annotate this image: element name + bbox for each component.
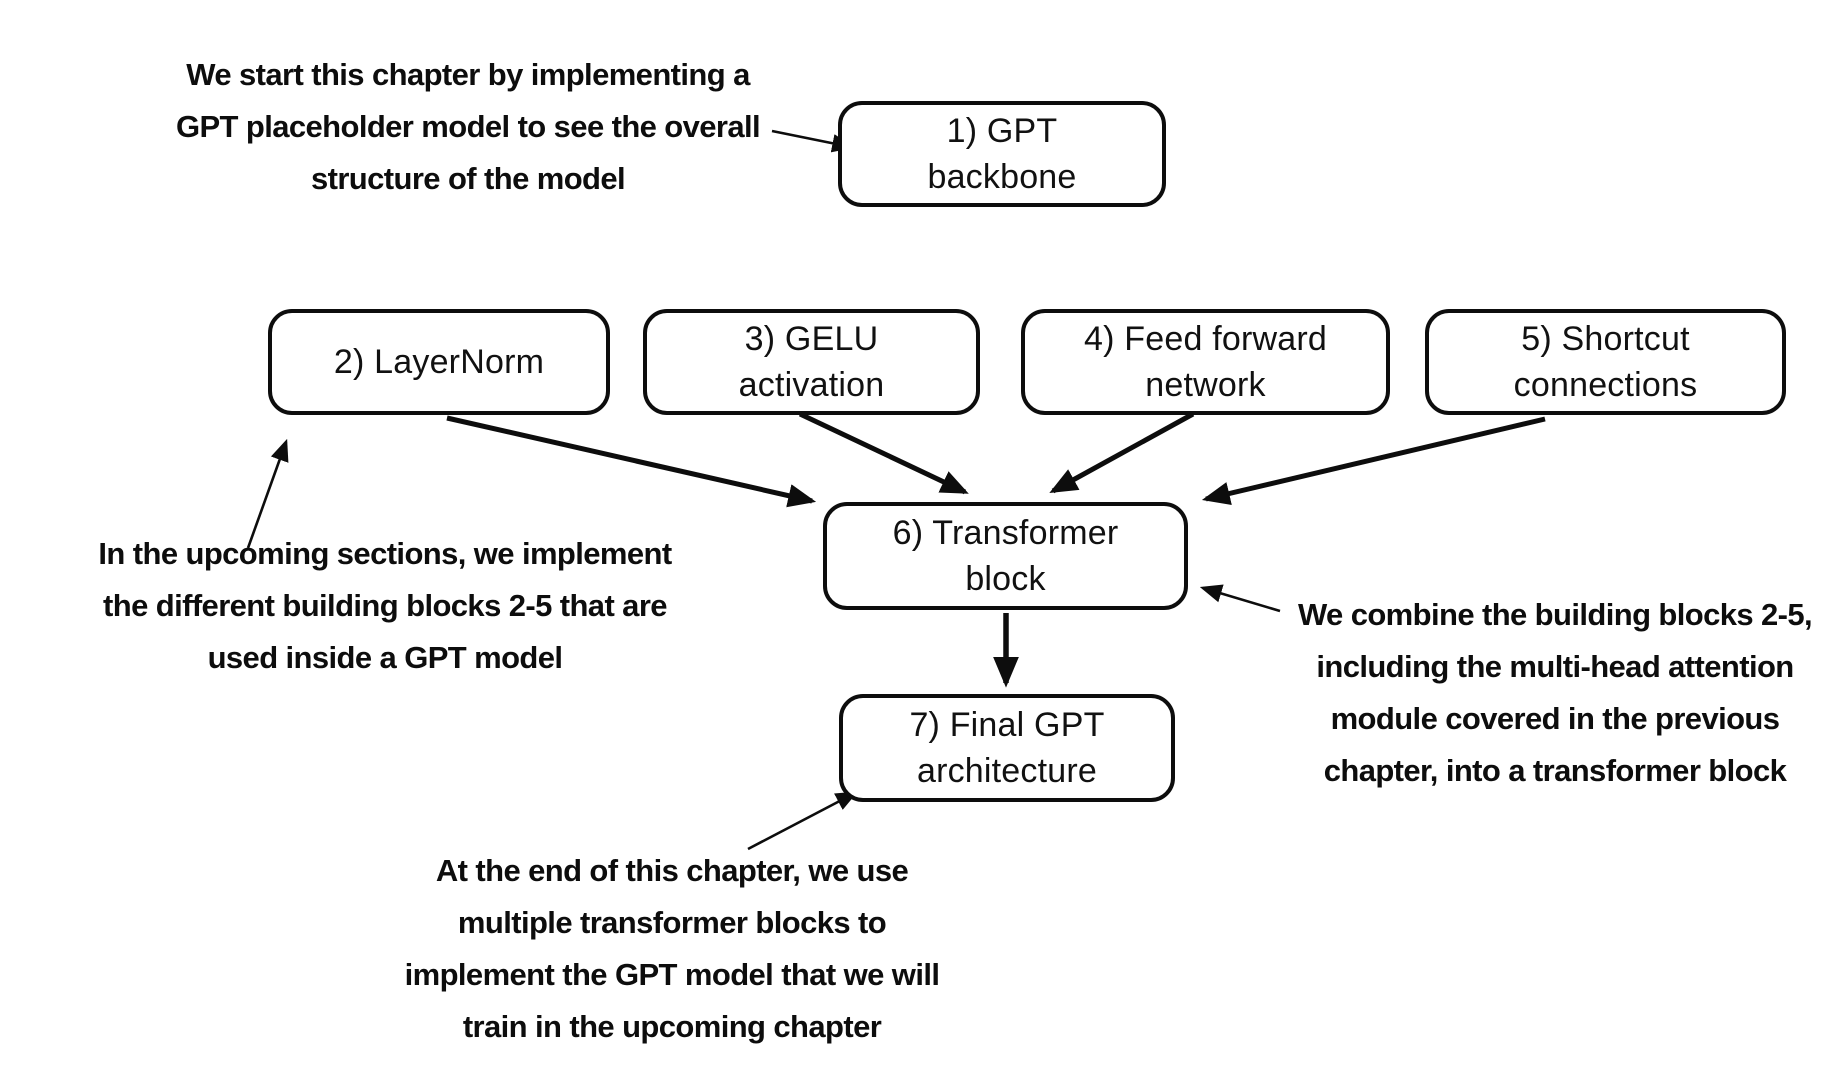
node-gelu-activation: 3) GELU activation <box>643 309 980 415</box>
node-final-gpt-architecture-label: 7) Final GPT architecture <box>909 706 1105 790</box>
annotation-left-middle: In the upcoming sections, we implement t… <box>98 536 672 675</box>
annotation-bottom: At the end of this chapter, we use multi… <box>404 853 940 1044</box>
node-gpt-backbone: 1) GPT backbone <box>838 101 1166 207</box>
annotation-right: We combine the building blocks 2-5, incl… <box>1297 597 1813 788</box>
node-transformer-block: 6) Transformer block <box>823 502 1188 610</box>
node-final-gpt-architecture: 7) Final GPT architecture <box>839 694 1175 802</box>
arrow-shortcut-to-transformer-block <box>1201 416 1546 505</box>
annotation-top-left: We start this chapter by implementing a … <box>175 57 761 196</box>
arrow-topleft-note-to-gpt-backbone <box>771 129 855 153</box>
arrow-feed-forward-to-transformer-block <box>1049 411 1195 494</box>
node-layernorm-label: 2) LayerNorm <box>333 343 545 381</box>
node-shortcut-connections: 5) Shortcut connections <box>1425 309 1786 415</box>
node-layernorm: 2) LayerNorm <box>268 309 610 415</box>
node-gelu-activation-label: 3) GELU activation <box>738 320 885 404</box>
node-shortcut-connections-label: 5) Shortcut connections <box>1513 320 1698 404</box>
node-gpt-backbone-label: 1) GPT backbone <box>927 112 1077 196</box>
arrow-layernorm-to-transformer-block <box>446 415 817 508</box>
arrow-gelu-to-transformer-block <box>798 411 969 495</box>
node-feed-forward-network-label: 4) Feed forward network <box>1084 320 1327 404</box>
arrow-leftmiddle-note-to-layernorm <box>246 438 289 549</box>
arrow-right-note-to-transformer-block <box>1199 584 1281 613</box>
node-feed-forward-network: 4) Feed forward network <box>1021 309 1390 415</box>
node-transformer-block-label: 6) Transformer block <box>892 514 1119 598</box>
arrow-bottom-note-to-final-gpt <box>747 791 858 851</box>
